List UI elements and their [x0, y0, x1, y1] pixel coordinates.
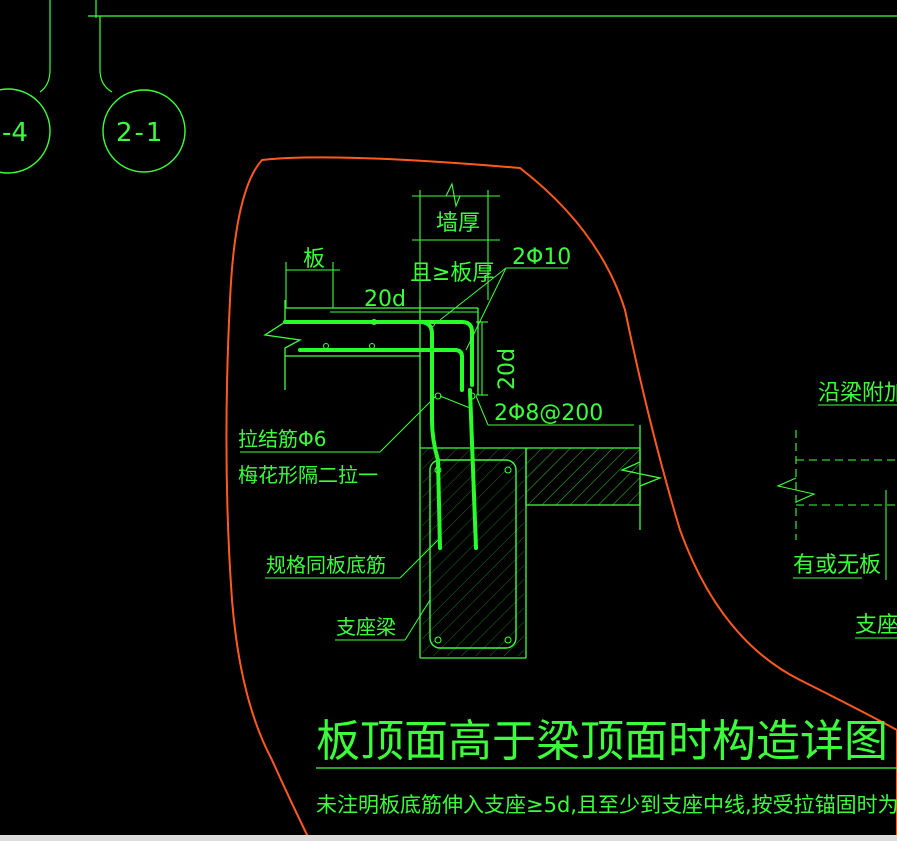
- label-right-note2: 有或无板: [793, 553, 881, 578]
- bottom-window-edge: [0, 835, 897, 841]
- slab-outline: [263, 300, 479, 395]
- label-slab: 板: [303, 247, 325, 272]
- axis-bubble-left: -4: [0, 88, 51, 174]
- label-tie-pattern: 梅花形隔二拉一: [238, 463, 378, 487]
- label-top-bars: 2Φ10: [512, 245, 571, 270]
- svg-text:-4: -4: [2, 118, 28, 148]
- rebars: [283, 320, 478, 550]
- highlight-cloud-outline: [225, 156, 897, 841]
- axis-bubble-right: 2-1: [102, 89, 186, 173]
- right-slab: [525, 425, 663, 530]
- drawing-note: 未注明板底筋伸入支座≥5d,且至少到支座中线,按受拉锚固时为La。: [316, 793, 897, 817]
- drawing-title: 板顶面高于梁顶面时构造详图: [316, 716, 888, 767]
- label-support-beam: 支座梁: [336, 615, 396, 639]
- label-stirrup: 2Φ8@200: [494, 401, 603, 426]
- svg-text:2-1: 2-1: [116, 118, 164, 148]
- label-right-note3: 支座梁: [855, 613, 897, 638]
- bar-sections: [323, 319, 512, 644]
- label-and-gte-slab: 且≥板厚: [410, 261, 494, 286]
- label-same-spec: 规格同板底筋: [266, 553, 386, 577]
- label-20d-vertical: 20d: [495, 348, 520, 390]
- top-frame: [39, 0, 897, 93]
- leader-lines: [240, 267, 634, 641]
- label-20d-horizontal: 20d: [364, 287, 406, 312]
- label-wall-thickness: 墙厚: [436, 211, 480, 236]
- label-tie-bar: 拉结筋Φ6: [238, 427, 326, 451]
- right-detail: [776, 404, 897, 639]
- label-right-note1: 沿梁附加1: [818, 381, 897, 406]
